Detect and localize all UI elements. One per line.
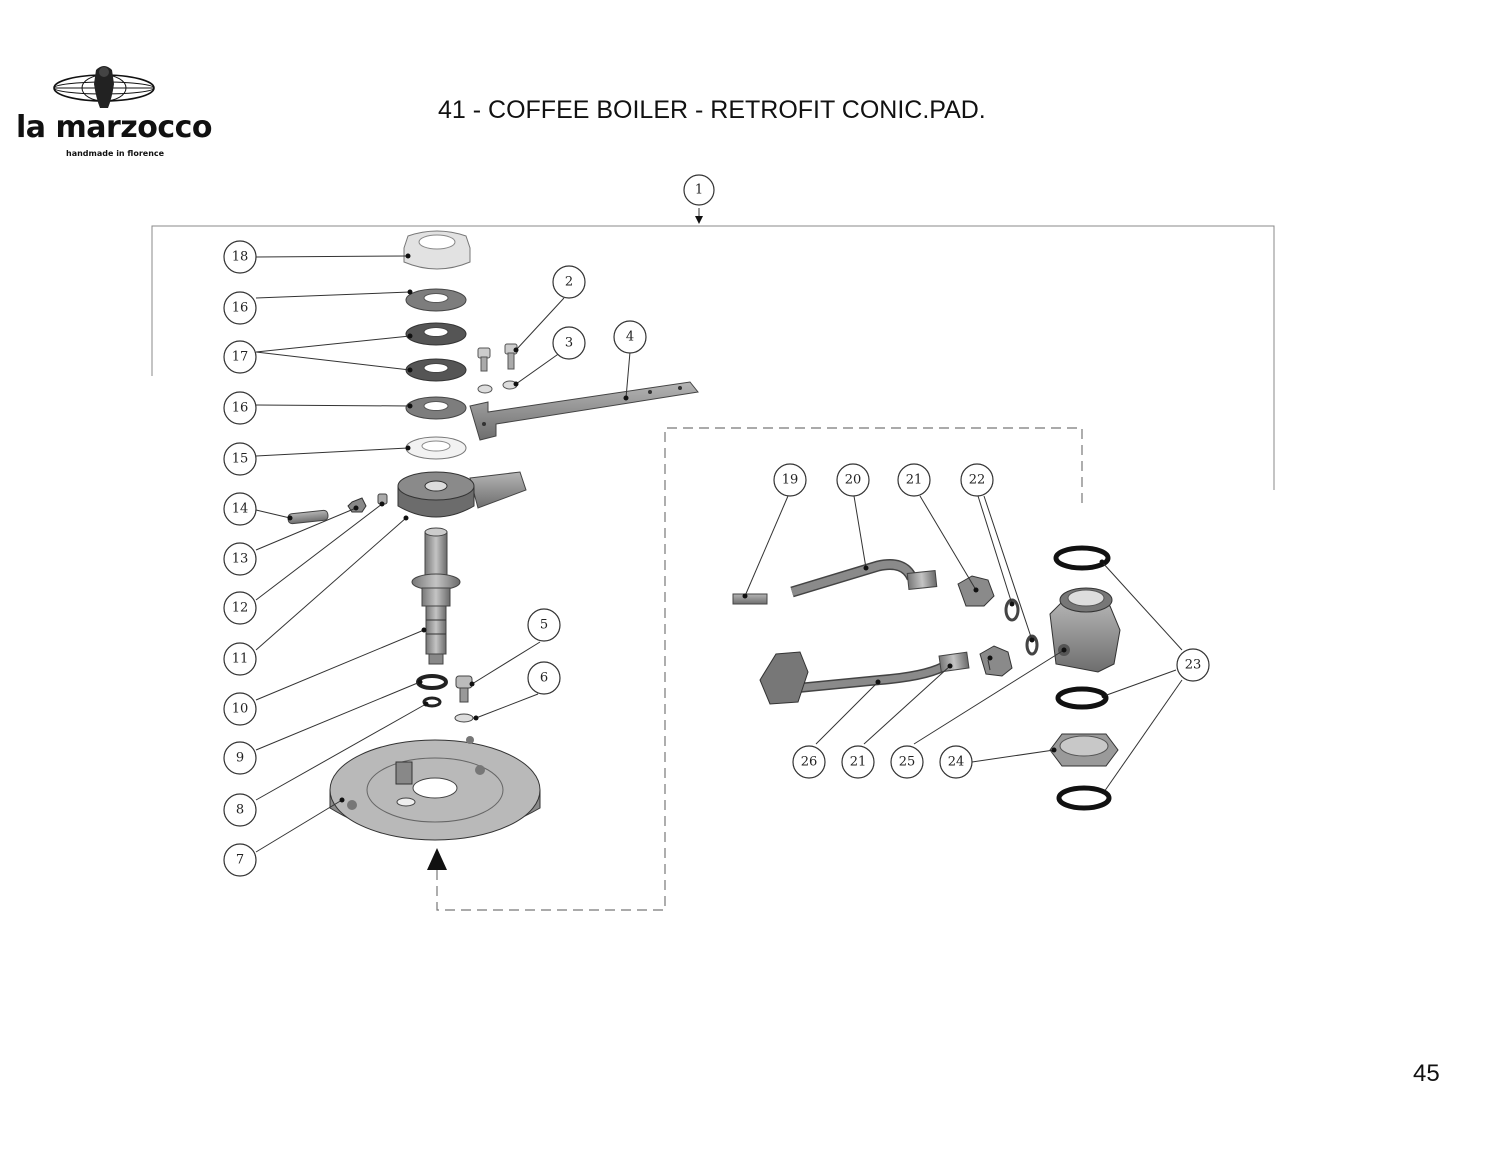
svg-text:16: 16 — [232, 301, 249, 316]
part-20-pipe — [790, 559, 938, 598]
svg-text:19: 19 — [782, 473, 799, 488]
part-23-orings — [1053, 545, 1112, 811]
svg-text:22: 22 — [969, 473, 986, 488]
leader-lines — [255, 253, 1183, 853]
insert-arrow-icon — [427, 848, 447, 870]
svg-text:8: 8 — [236, 803, 244, 818]
callout-12: 12 — [223, 591, 257, 625]
svg-text:13: 13 — [232, 552, 249, 567]
callout-16-top: 16 — [223, 291, 257, 325]
callout-15: 15 — [223, 442, 257, 476]
callout-2: 2 — [552, 265, 586, 299]
callout-10: 10 — [223, 692, 257, 726]
brand-name: la marzocco — [16, 110, 213, 145]
svg-text:12: 12 — [232, 601, 249, 616]
part-16-washer-top — [405, 288, 467, 312]
part-8-oring-small — [422, 696, 442, 708]
svg-text:1: 1 — [695, 183, 703, 198]
callout-25: 25 — [890, 745, 924, 779]
part-5-screw — [455, 675, 473, 703]
callout-1: 1 — [683, 174, 715, 206]
svg-text:7: 7 — [236, 853, 244, 868]
brand-logo: la marzocco handmade in florence — [14, 64, 213, 164]
svg-text:10: 10 — [232, 702, 249, 717]
part-21-nut-lower — [979, 645, 1013, 677]
callout-23: 23 — [1176, 648, 1210, 682]
callout-13: 13 — [223, 542, 257, 576]
svg-text:16: 16 — [232, 401, 249, 416]
part-15-spacer-ring — [405, 436, 467, 460]
callout-26: 26 — [792, 745, 826, 779]
callout-21-bottom: 21 — [841, 745, 875, 779]
brand-tagline: handmade in florence — [66, 149, 165, 158]
svg-text:5: 5 — [540, 618, 548, 633]
callout-17: 17 — [223, 340, 257, 374]
svg-text:3: 3 — [565, 336, 573, 351]
globe-lion-emblem-icon — [53, 66, 155, 108]
callout-18: 18 — [223, 240, 257, 274]
svg-text:6: 6 — [540, 671, 548, 686]
page-number: 45 — [1413, 1060, 1440, 1087]
callout-20: 20 — [836, 463, 870, 497]
svg-text:18: 18 — [232, 250, 249, 265]
callout-8: 8 — [223, 793, 257, 827]
callout-22: 22 — [960, 463, 994, 497]
svg-text:17: 17 — [232, 350, 249, 365]
part-10-shaft — [411, 527, 461, 665]
part-16-washer-bottom — [405, 396, 467, 420]
callout-7: 7 — [223, 843, 257, 877]
part-3-washers — [477, 380, 518, 394]
svg-text:26: 26 — [801, 755, 818, 770]
callout-16-bottom: 16 — [223, 391, 257, 425]
callout-4: 4 — [613, 320, 647, 354]
part-17-gasket-lower — [405, 358, 467, 382]
part-24-filter-disc — [1049, 733, 1119, 767]
part-18-adapter — [403, 230, 471, 270]
svg-text:11: 11 — [232, 652, 249, 667]
part-6-washer — [454, 713, 474, 723]
svg-text:23: 23 — [1185, 658, 1202, 673]
callout-24: 24 — [939, 745, 973, 779]
svg-text:4: 4 — [626, 330, 634, 345]
callout-11: 11 — [223, 642, 257, 676]
part-4-bracket-bar — [469, 381, 699, 441]
svg-text:21: 21 — [906, 473, 923, 488]
svg-text:24: 24 — [948, 755, 965, 770]
part-25-boiler-fitting — [1049, 587, 1121, 673]
callout-19: 19 — [773, 463, 807, 497]
svg-text:14: 14 — [232, 502, 249, 517]
part-13-nut — [347, 497, 367, 513]
svg-text:20: 20 — [845, 473, 862, 488]
part-11-flange-arm — [397, 471, 527, 518]
page-title: 41 - COFFEE BOILER - RETROFIT CONIC.PAD. — [438, 96, 986, 124]
part-17-gasket-upper — [405, 322, 467, 346]
callout-6: 6 — [527, 661, 561, 695]
part-26-pipe — [759, 651, 970, 705]
svg-text:15: 15 — [232, 452, 249, 467]
callout-21-top: 21 — [897, 463, 931, 497]
svg-text:9: 9 — [236, 751, 244, 766]
part-2-screws — [477, 343, 518, 372]
part-19-pin — [732, 593, 768, 605]
part-7-base-plate — [329, 736, 541, 841]
part-22-seals — [1004, 598, 1039, 656]
callout-5: 5 — [527, 608, 561, 642]
svg-text:25: 25 — [899, 755, 916, 770]
svg-text:2: 2 — [565, 275, 573, 290]
callout-14: 14 — [223, 492, 257, 526]
assembly-bracket — [151, 208, 1275, 490]
callout-3: 3 — [552, 326, 586, 360]
callout-9: 9 — [223, 741, 257, 775]
svg-text:21: 21 — [850, 755, 867, 770]
subassembly-dashed-frame — [436, 427, 1083, 911]
